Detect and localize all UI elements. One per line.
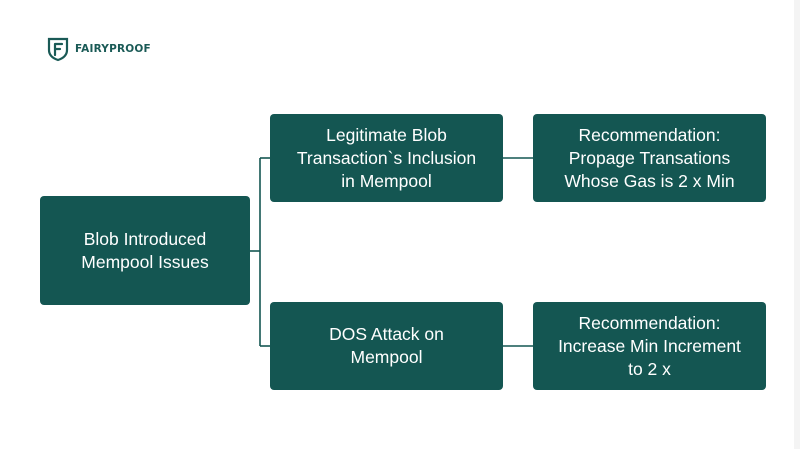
brand-logo: FAIRYPROOF <box>46 36 151 62</box>
recommendation-node-label: Recommendation: Increase Min Increment t… <box>558 312 741 379</box>
issue-node-blob-inclusion: Legitimate Blob Transaction`s Inclusion … <box>270 114 503 202</box>
recommendation-node-label: Recommendation: Propage Transations Whos… <box>564 124 735 191</box>
recommendation-node-min-increment: Recommendation: Increase Min Increment t… <box>533 302 766 390</box>
root-node-label: Blob Introduced Mempool Issues <box>81 228 209 272</box>
brand-name: FAIRYPROOF <box>75 43 151 55</box>
root-node: Blob Introduced Mempool Issues <box>40 196 250 305</box>
issue-node-label: DOS Attack on Mempool <box>329 324 444 367</box>
issue-node-dos-attack: DOS Attack on Mempool <box>270 302 503 390</box>
shield-f-icon <box>47 37 69 62</box>
slide-edge <box>794 0 800 449</box>
issue-node-label: Legitimate Blob Transaction`s Inclusion … <box>296 124 477 191</box>
recommendation-node-propagate: Recommendation: Propage Transations Whos… <box>533 114 766 202</box>
